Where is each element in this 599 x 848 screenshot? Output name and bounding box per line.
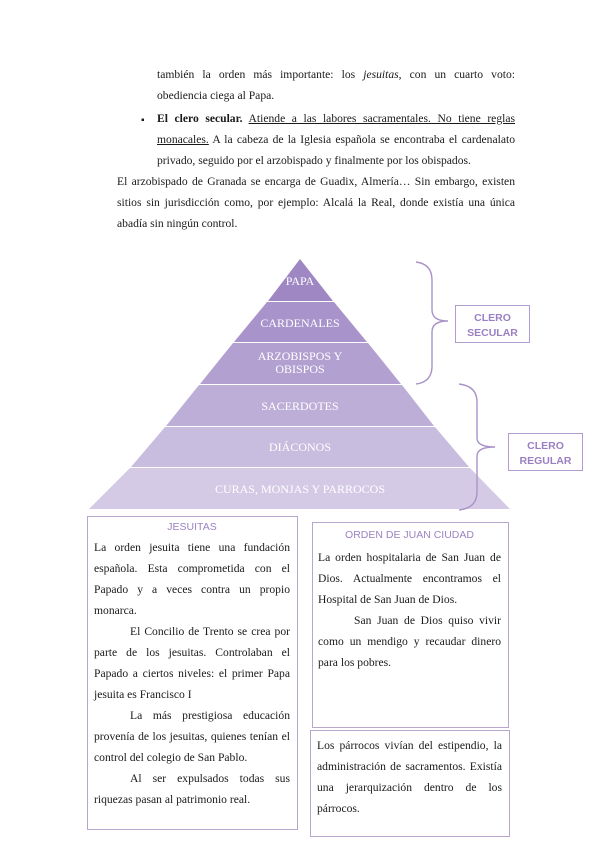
label-diaconos: DIÁCONOS <box>269 440 331 454</box>
label-clero-regular-line1: CLERO <box>527 440 564 452</box>
brace-regular <box>458 383 496 511</box>
box-jesuitas-p2: El Concilio de Trento se crea por parte … <box>94 625 290 701</box>
label-curas: CURAS, MONJAS Y PARROCOS <box>215 482 385 496</box>
pyramid-level-cardenales <box>234 302 367 342</box>
church-hierarchy-pyramid: PAPA CARDENALES ARZOBISPOS Y OBISPOS SAC… <box>89 259 510 511</box>
pyramid-level-sacerdotes <box>166 385 434 426</box>
bullet-bold: El clero secular. <box>157 112 243 125</box>
pyramid-level-diaconos <box>131 427 469 467</box>
bullet-clero-secular: El clero secular. Atiende a las labores … <box>157 108 515 171</box>
bullet-rest: A la cabeza de la Iglesia española se en… <box>157 133 515 167</box>
label-arzobispos-1: ARZOBISPOS Y <box>258 349 343 363</box>
box-jesuitas-p4: Al ser expulsados todas sus riquezas pas… <box>94 772 290 806</box>
bullet-underlined: Atiende a las labores sacramentales. No … <box>157 112 516 146</box>
pyramid-level-arzobispos <box>200 343 401 384</box>
label-clero-regular: CLERO REGULAR <box>508 433 583 471</box>
box-juan-p1: La orden hospitalaria de San Juan de Dio… <box>318 551 501 606</box>
label-arzobispos-2: OBISPOS <box>275 362 324 376</box>
label-clero-regular-line2: REGULAR <box>519 455 572 467</box>
label-clero-secular-line1: CLERO <box>474 312 511 324</box>
box-juan-ciudad: ORDEN DE JUAN CIUDAD La orden hospitalar… <box>312 522 509 728</box>
pyramid-level-curas <box>89 468 510 509</box>
box-juan-p2: San Juan de Dios quiso vivir como un men… <box>318 614 501 669</box>
bullet-marker: ▪ <box>141 115 145 126</box>
label-papa: PAPA <box>286 274 315 288</box>
box-parrocos-p1: Los párrocos vivían del estipendio, la a… <box>317 739 502 815</box>
box-jesuitas-p1: La orden jesuita tiene una fundación esp… <box>94 541 290 617</box>
label-sacerdotes: SACERDOTES <box>261 399 338 413</box>
label-cardenales: CARDENALES <box>260 316 339 330</box>
box-jesuitas-title: JESUITAS <box>167 521 217 533</box>
box-juan-title: ORDEN DE JUAN CIUDAD <box>345 529 474 541</box>
box-parrocos: Los párrocos vivían del estipendio, la a… <box>310 730 510 837</box>
box-jesuitas-p3: La más prestigiosa educación provenía de… <box>94 709 290 764</box>
paragraph-granada: El arzobispado de Granada se encarga de … <box>117 175 515 230</box>
text-run: , con un cuarto voto: obediencia ciega a… <box>157 68 515 102</box>
paragraph-jesuitas-intro: también la orden más importante: los jes… <box>157 64 515 106</box>
box-jesuitas: JESUITAS La orden jesuita tiene una fund… <box>87 516 298 830</box>
pyramid-level-papa <box>268 259 333 301</box>
text-run: también la orden más importante: los <box>157 68 364 81</box>
label-clero-secular: CLERO SECULAR <box>455 305 530 343</box>
label-clero-secular-line2: SECULAR <box>467 327 518 339</box>
emphasis-jesuitas: jesuitas <box>363 68 399 81</box>
brace-secular <box>415 261 449 385</box>
